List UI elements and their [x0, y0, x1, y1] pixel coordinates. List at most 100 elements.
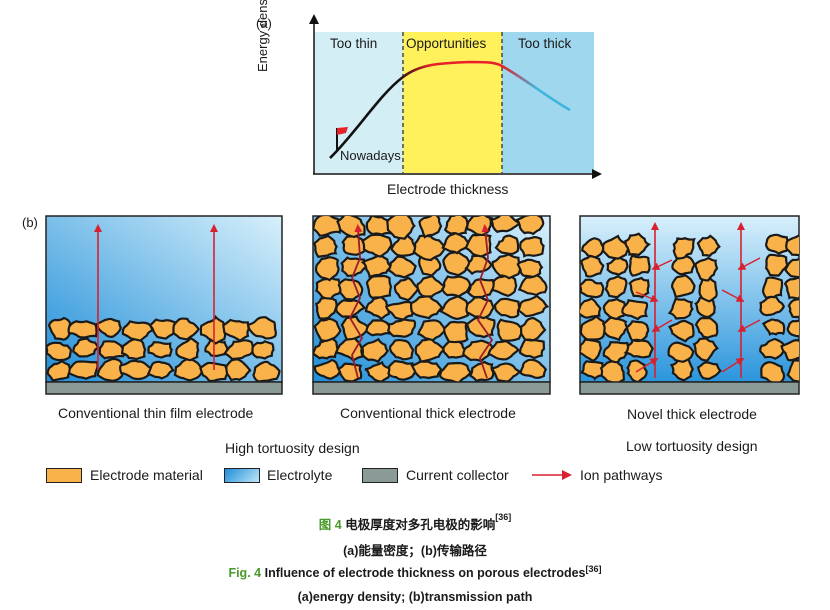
panel-a-tag: (a) [256, 16, 272, 31]
electrode-particle [147, 341, 173, 359]
electrode-particle [98, 340, 126, 360]
electrode-particle [251, 340, 275, 360]
electrode-particle [520, 317, 547, 342]
electrode-particle [223, 339, 255, 361]
electrode-particle [148, 318, 180, 340]
high-tortuosity-label: High tortuosity design [225, 440, 360, 456]
caption-en-fig: Fig. 4 [228, 566, 262, 580]
panel-b-tag: (b) [22, 215, 38, 230]
current-collector-2 [312, 381, 551, 395]
electrode-particle [386, 255, 417, 279]
electrode-particle [515, 216, 545, 236]
zone-opportunities-region [403, 32, 502, 173]
electrode-particle [96, 357, 124, 382]
electrode-particle [313, 358, 344, 380]
electrode-particle [361, 233, 393, 258]
electrode-particle [786, 319, 799, 338]
electrode-particle [412, 234, 447, 262]
electrode-particle [783, 276, 799, 301]
electrode-particle [488, 216, 522, 234]
electrode-particle [785, 234, 799, 257]
electrode-particle [624, 232, 652, 257]
electrode-particle [175, 336, 200, 362]
electrode-particle [623, 338, 654, 359]
electrode-particle [409, 294, 444, 320]
caption-cn-fig: 图 4 [318, 518, 342, 532]
zone-label-too-thin: Too thin [330, 36, 378, 51]
electrode-particle [606, 255, 629, 276]
electrode-particle [692, 337, 720, 362]
electrode-particle [252, 360, 281, 382]
caption-cn-ref: [36] [495, 512, 512, 522]
ion-pathway-2a [348, 224, 364, 379]
electrode-particle [417, 319, 446, 342]
caption-cn-text: 电极厚度对多孔电极的影响 [345, 518, 496, 532]
electrode-particle [670, 274, 696, 299]
electrode-particle [601, 234, 631, 260]
ion-branch-arrow [737, 257, 761, 270]
electrode-particle [765, 233, 790, 255]
electrode-particle [46, 341, 73, 362]
electrode-particle [759, 337, 788, 360]
nowadays-label: Nowadays [340, 148, 401, 163]
electrode-particle [199, 314, 227, 345]
electrode-particle [121, 320, 154, 342]
electrode-particle [172, 317, 200, 341]
diagram-thin-film [45, 215, 283, 395]
legend-ion-pathway-arrow [532, 470, 572, 480]
diagram-novel-thick [579, 215, 800, 395]
ion-branch-arrow [737, 319, 761, 332]
legend-label-ion-pathways: Ion pathways [580, 467, 663, 483]
electrode-particle [364, 360, 395, 382]
electrode-particle [416, 274, 448, 298]
diagram-conventional-thick [312, 215, 551, 395]
electrode-particle [119, 359, 154, 381]
electrode-particle [581, 237, 605, 259]
electrode-particle [385, 300, 416, 321]
electrode-particle [765, 253, 789, 277]
electrode-particle [443, 216, 469, 236]
electrode-particle [385, 318, 417, 338]
electrode-particle [602, 297, 628, 321]
ion-branch-arrow [721, 289, 745, 302]
electrode-particle [386, 216, 416, 240]
electrode-particle [628, 253, 651, 277]
electrode-particle [334, 335, 365, 362]
electrode-particle [418, 216, 443, 239]
electrode-particle [225, 358, 252, 382]
electrode-particle [667, 341, 695, 363]
electrode-particle [365, 319, 394, 337]
electrode-particle [314, 276, 343, 300]
legend-label-electrolyte: Electrolyte [267, 467, 333, 483]
legend-swatch-electrolyte [224, 468, 260, 483]
electrode-particle [517, 273, 548, 297]
caption-en-sub: (a)energy density; (b)transmission path [297, 590, 533, 604]
electrode-particle [414, 336, 446, 363]
electrode-particle [784, 257, 799, 279]
legend-label-current-collector: Current collector [406, 467, 509, 483]
electrode-particle [519, 358, 548, 379]
electrode-particle [387, 359, 418, 381]
electrode-particle [438, 361, 473, 382]
electrode-particle [693, 256, 719, 282]
electrode-particle [361, 337, 390, 364]
electrode-particle [443, 320, 469, 344]
electrode-particle [493, 297, 522, 319]
caption-cn-sub: (a)能量密度；(b)传输路径 [343, 544, 487, 558]
electrode-particle [671, 254, 696, 276]
diagram-caption-thin-film: Conventional thin film electrode [58, 405, 254, 421]
electrode-particle [68, 360, 99, 380]
ion-branch-arrow [651, 259, 673, 270]
x-axis-arrow [592, 169, 602, 179]
electrode-particle [696, 234, 721, 258]
electrode-particle [468, 360, 495, 382]
electrode-particle [761, 276, 784, 300]
electrode-particle [696, 361, 722, 380]
caption-en-text: Influence of electrode thickness on poro… [264, 566, 586, 580]
electrode-particle [601, 316, 629, 342]
nowadays-flag-icon [337, 127, 348, 135]
electrode-particle [146, 360, 175, 380]
electrode-particle [313, 234, 338, 259]
diagram-caption-novel-thick: Novel thick electrode [627, 406, 757, 422]
electrode-particle [222, 318, 250, 343]
